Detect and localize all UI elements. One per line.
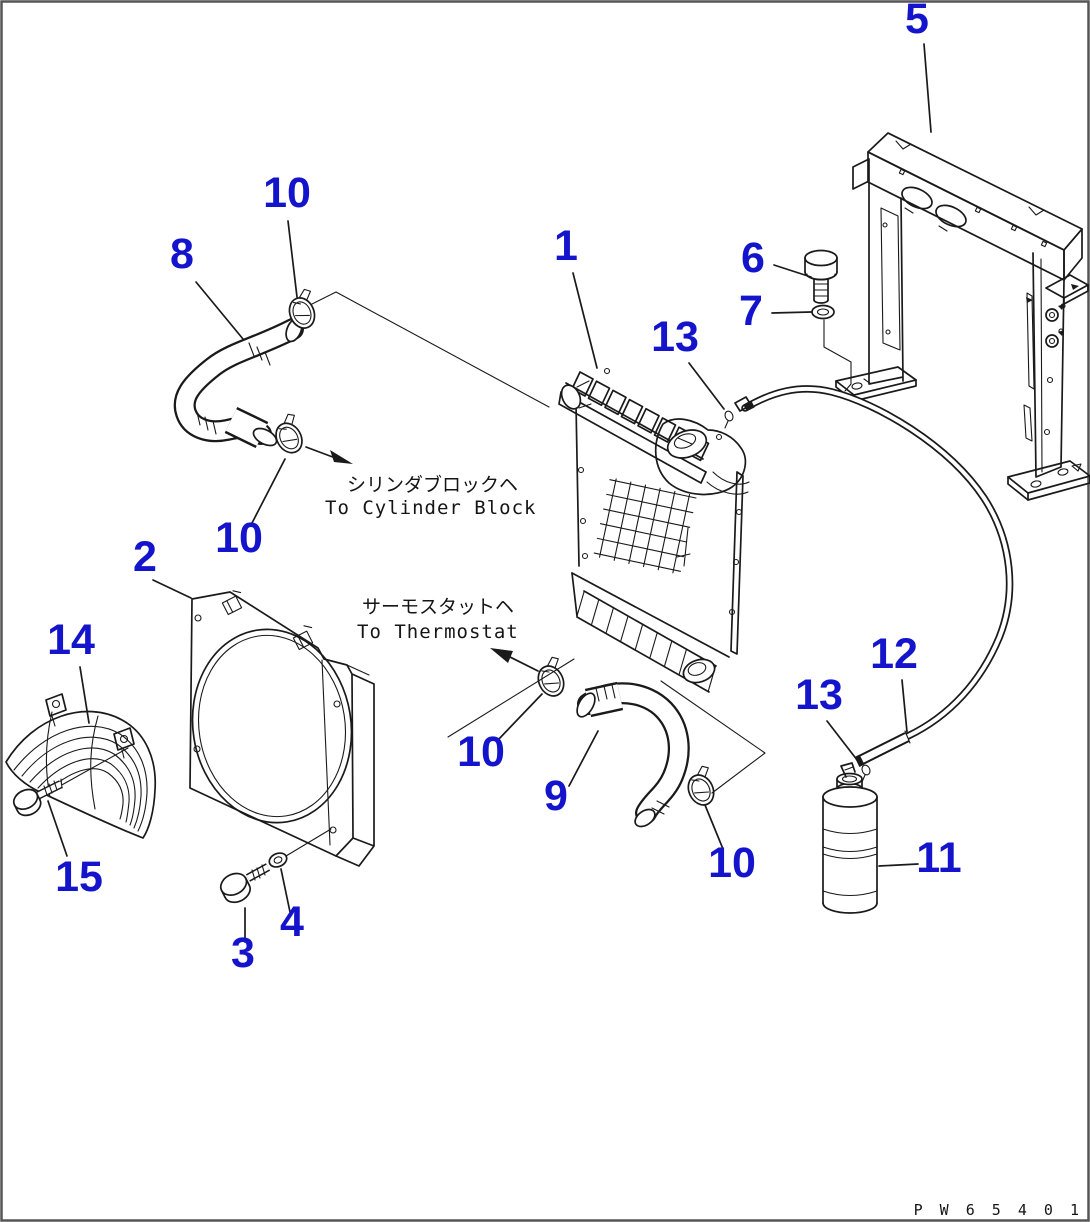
callout-upper-hose-8: 8 xyxy=(170,230,194,278)
washer-7-drawing xyxy=(811,304,835,320)
left-arrow-icon xyxy=(490,648,513,663)
callout-clip-13-lower: 13 xyxy=(795,671,843,719)
thermostat-annotation: サーモスタットヘ To Thermostat xyxy=(357,596,539,672)
callout-bolt-15: 15 xyxy=(55,853,103,901)
callout-clamp-10-upper: 10 xyxy=(263,169,311,217)
callout-bracket-5: 5 xyxy=(905,0,929,43)
annotation-cylinder-block-jp: シリンダブロックヘ xyxy=(347,473,518,496)
clip-13-upper-drawing xyxy=(724,410,734,429)
callout-radiator-1: 1 xyxy=(554,222,578,270)
callouts: 5 10 8 1 6 7 13 10 2 14 12 13 10 9 11 10… xyxy=(47,0,962,977)
leader-lines xyxy=(47,43,932,943)
washer-4-drawing xyxy=(268,852,288,868)
annotation-cylinder-block-en: To Cylinder Block xyxy=(325,497,536,519)
callout-reservoir-11: 11 xyxy=(916,834,961,882)
fan-guard-drawing xyxy=(5,693,157,839)
overflow-tube-drawing xyxy=(741,385,1014,740)
right-arrow-icon xyxy=(330,450,353,464)
annotation-thermostat-jp: サーモスタットヘ xyxy=(362,596,514,618)
bolt-15-drawing xyxy=(12,747,129,817)
fan-shroud-drawing xyxy=(189,590,375,867)
bolt-6-drawing xyxy=(804,249,838,304)
hose-clamp-lower-left-drawing xyxy=(530,654,573,701)
cylinder-block-annotation: シリンダブロックヘ To Cylinder Block xyxy=(305,446,536,519)
support-bracket-drawing xyxy=(835,132,1090,501)
arrow-line xyxy=(505,654,539,672)
callout-clamp-10-left: 10 xyxy=(457,728,505,776)
callout-washer-4: 4 xyxy=(280,898,304,946)
callout-fan-guard-14: 14 xyxy=(47,616,95,664)
radiator-drawing xyxy=(558,367,752,693)
callout-clamp-10-mid: 10 xyxy=(215,514,263,562)
callout-clip-13-upper: 13 xyxy=(651,313,699,361)
drawing-number: P W 6 5 4 0 1 xyxy=(914,1201,1083,1219)
callout-fan-shroud-2: 2 xyxy=(133,533,157,581)
lower-hose-drawing xyxy=(576,681,690,828)
bolt-3-drawing xyxy=(219,863,271,904)
callout-tube-12: 12 xyxy=(870,630,918,678)
callout-bolt-6: 6 xyxy=(741,234,765,282)
reservoir-tank-drawing xyxy=(822,762,878,914)
hose-clamp-lower-right-drawing xyxy=(680,763,723,810)
callout-bolt-3: 3 xyxy=(231,929,255,977)
tube-12-drawing xyxy=(854,730,911,767)
annotation-thermostat-en: To Thermostat xyxy=(357,621,519,643)
callout-clamp-10-right: 10 xyxy=(708,839,756,887)
assembly-lines xyxy=(285,291,852,857)
callout-washer-7: 7 xyxy=(739,287,763,335)
callout-lower-hose-9: 9 xyxy=(544,772,568,820)
